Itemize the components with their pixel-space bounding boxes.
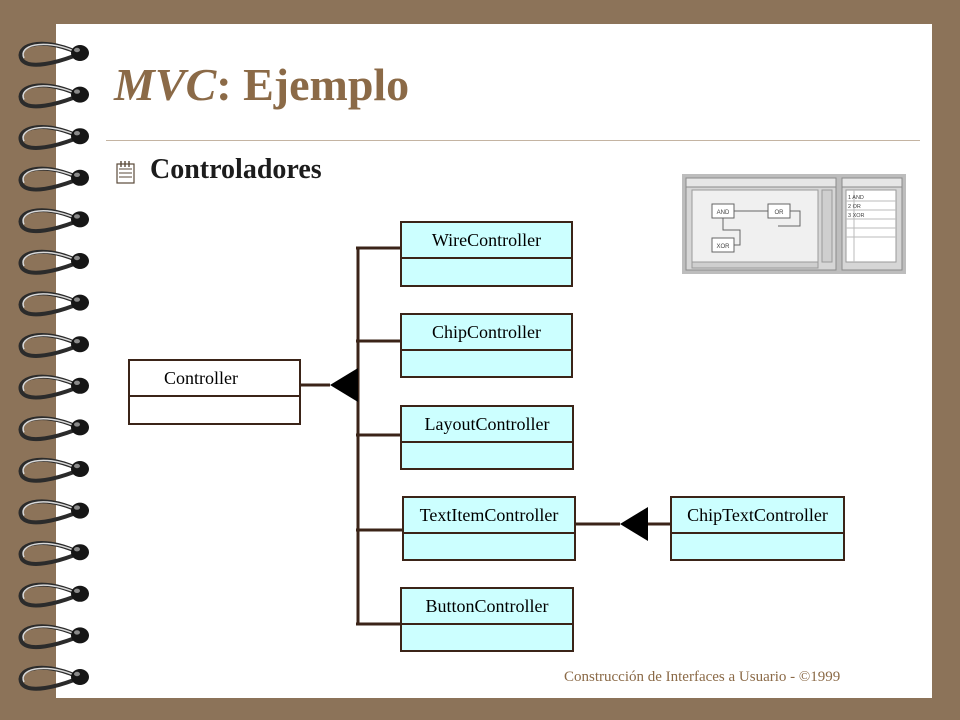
thumb-gate-and: AND (717, 210, 730, 216)
class-name: LayoutController (402, 407, 572, 443)
binding-ring (18, 541, 89, 566)
binding-ring (18, 125, 89, 150)
class-name: WireController (402, 223, 571, 259)
inheritance-arrowhead (330, 368, 358, 402)
binding-ring (18, 83, 89, 109)
class-button-controller: ButtonController (400, 587, 574, 652)
slide-title: MVC: Ejemplo (114, 58, 409, 111)
class-wire-controller: WireController (400, 221, 573, 287)
class-name: ChipTextController (672, 498, 843, 534)
class-controller: Controller (128, 359, 301, 425)
binding-ring (18, 582, 89, 608)
class-name: ButtonController (402, 589, 572, 625)
binding-ring (18, 624, 89, 650)
class-chiptext-controller: ChipTextController (670, 496, 845, 561)
binding-ring (18, 291, 89, 317)
slide-footer: Construcción de Interfaces a Usuario - ©… (564, 669, 841, 685)
spiral-binding (18, 41, 89, 691)
thumb-gate-xor: XOR (716, 244, 730, 250)
binding-ring (18, 499, 89, 525)
title-divider (106, 140, 920, 141)
bullet-heading: Controladores (150, 154, 322, 185)
title-rest: : Ejemplo (216, 59, 410, 110)
binding-ring (18, 333, 89, 358)
class-textitem-controller: TextItemController (402, 496, 576, 561)
binding-ring (18, 208, 89, 234)
binding-ring (18, 665, 89, 691)
title-mvc: MVC (114, 59, 217, 110)
thumb-list-3: 3 XOR (848, 213, 865, 219)
binding-ring (18, 416, 89, 442)
thumb-list-1: 1 AND (848, 195, 864, 201)
class-name: TextItemController (404, 498, 574, 534)
class-name: ChipController (402, 315, 571, 351)
class-name: Controller (130, 361, 299, 397)
thumb-gate-or: OR (775, 210, 785, 216)
binding-ring (18, 374, 89, 400)
binding-ring (18, 457, 89, 483)
notepad-icon (116, 161, 135, 184)
inheritance-arrowhead-chiptext (620, 507, 648, 541)
class-layout-controller: LayoutController (400, 405, 574, 470)
binding-ring (18, 41, 89, 67)
circuit-editor-thumbnail: AND OR XOR 1 AND 2 OR 3 XOR (682, 174, 906, 274)
thumb-list-2: 2 OR (848, 204, 861, 210)
binding-ring (18, 166, 89, 192)
binding-ring (18, 249, 89, 275)
class-chip-controller: ChipController (400, 313, 573, 378)
